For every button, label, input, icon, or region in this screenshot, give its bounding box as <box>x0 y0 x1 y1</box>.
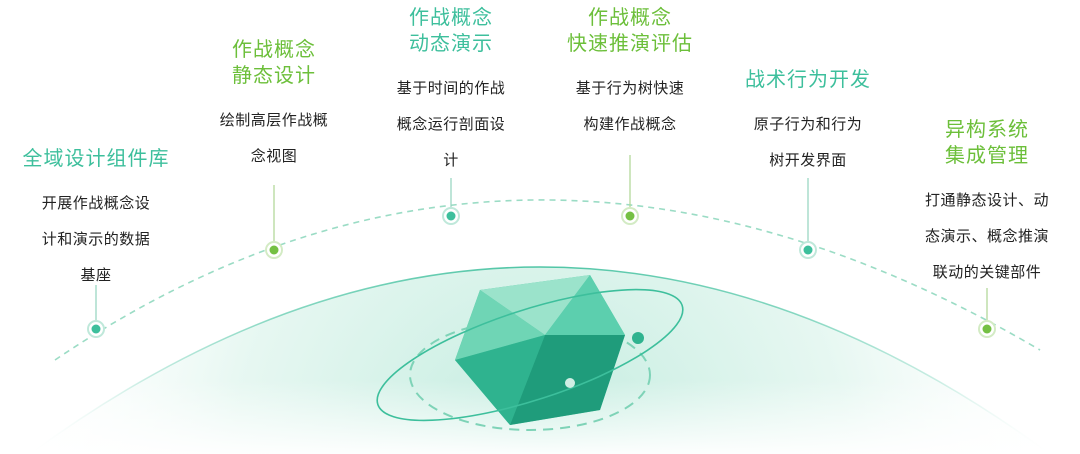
feature-description-line: 原子行为和行为 <box>753 115 863 133</box>
feature-rapid-deduction-evaluation: 作战概念 快速推演评估 基于行为树快速 构建作战概念 <box>540 4 720 142</box>
feature-description: 绘制高层作战概 念视图 <box>194 102 354 174</box>
feature-title-line: 作战概念 <box>232 37 316 61</box>
gem-facet-top <box>480 275 590 335</box>
feature-description-line: 基于行为树快速 <box>575 79 685 97</box>
feature-description: 基于行为树快速 构建作战概念 <box>540 70 720 142</box>
feature-title-line: 全域设计组件库 <box>22 146 170 170</box>
feature-description-line: 计和演示的数据 <box>41 230 151 248</box>
markers <box>87 207 996 338</box>
feature-description-line: 念视图 <box>250 147 298 165</box>
feature-title: 作战概念 静态设计 <box>194 36 354 88</box>
marker <box>442 207 460 225</box>
feature-title: 作战概念 快速推演评估 <box>540 4 720 56</box>
marker <box>799 241 817 259</box>
feature-description-line: 打通静态设计、动 <box>924 191 1049 209</box>
feature-description-line: 树开发界面 <box>769 151 847 169</box>
feature-static-design: 作战概念 静态设计 绘制高层作战概 念视图 <box>194 36 354 174</box>
feature-description: 打通静态设计、动 态演示、概念推演 联动的关键部件 <box>895 182 1079 290</box>
feature-title: 作战概念 动态演示 <box>371 4 531 56</box>
feature-description-line: 计 <box>443 151 459 169</box>
feature-description: 原子行为和行为 树开发界面 <box>718 106 898 178</box>
feature-description-line: 态演示、概念推演 <box>924 227 1049 245</box>
feature-title: 全域设计组件库 <box>0 145 192 171</box>
feature-tactical-behavior-development: 战术行为开发 原子行为和行为 树开发界面 <box>718 66 898 178</box>
marker <box>265 241 283 259</box>
feature-description-line: 概念运行剖面设 <box>396 115 506 133</box>
orbit-dot-2 <box>565 378 575 388</box>
feature-title-line: 动态演示 <box>409 31 493 55</box>
feature-description-line: 联动的关键部件 <box>932 263 1042 281</box>
feature-heterogeneous-system-integration: 异构系统 集成管理 打通静态设计、动 态演示、概念推演 联动的关键部件 <box>895 116 1079 290</box>
feature-description-line: 基座 <box>80 266 112 284</box>
feature-title-line: 集成管理 <box>945 143 1029 167</box>
gem-facet-left <box>455 290 545 360</box>
feature-description-line: 构建作战概念 <box>583 115 677 133</box>
feature-description: 开展作战概念设 计和演示的数据 基座 <box>0 185 192 293</box>
orbit-dot-1 <box>632 332 644 344</box>
feature-description: 基于时间的作战 概念运行剖面设 计 <box>371 70 531 178</box>
feature-title: 战术行为开发 <box>718 66 898 92</box>
feature-title-line: 战术行为开发 <box>745 67 871 91</box>
feature-title-line: 异构系统 <box>945 117 1029 141</box>
central-gem <box>376 275 684 431</box>
feature-description-line: 绘制高层作战概 <box>219 111 329 129</box>
feature-title-line: 作战概念 <box>588 5 672 29</box>
marker <box>87 320 105 338</box>
feature-description-line: 基于时间的作战 <box>396 79 506 97</box>
feature-title-line: 作战概念 <box>409 5 493 29</box>
feature-title-line: 快速推演评估 <box>567 31 693 55</box>
marker <box>621 207 639 225</box>
feature-description-line: 开展作战概念设 <box>41 194 151 212</box>
feature-title: 异构系统 集成管理 <box>895 116 1079 168</box>
feature-title-line: 静态设计 <box>232 63 316 87</box>
gem-facet-right <box>545 275 625 335</box>
dome-edge <box>29 266 1051 454</box>
gem-facet-center <box>455 335 545 425</box>
dashed-orbit-arc <box>54 199 1041 361</box>
connectors <box>95 155 988 322</box>
orbit-ring-solid <box>376 288 684 422</box>
feature-dynamic-demo: 作战概念 动态演示 基于时间的作战 概念运行剖面设 计 <box>371 4 531 178</box>
feature-global-design-component-library: 全域设计组件库 开展作战概念设 计和演示的数据 基座 <box>0 145 192 293</box>
marker <box>978 320 996 338</box>
